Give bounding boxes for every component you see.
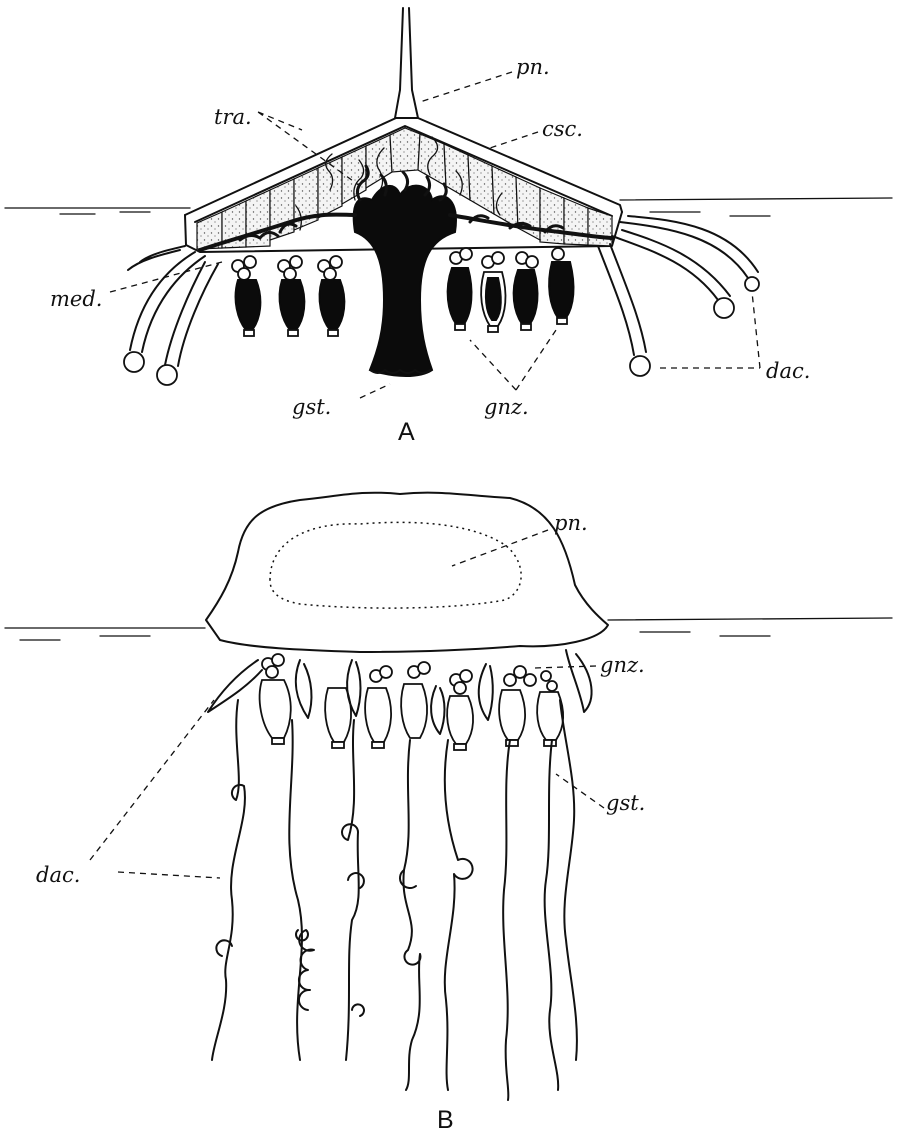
label-gst-b: gst. [606, 791, 645, 815]
panel-label-b: B [437, 1106, 454, 1134]
dactylozooid-tentacles-b [212, 700, 577, 1100]
label-gst-a: gst. [292, 395, 331, 419]
gastrozooid [325, 688, 351, 748]
gonozooid-cluster [370, 666, 392, 682]
gonozooid [318, 256, 344, 336]
gonozooid-cluster [541, 671, 557, 691]
label-dac-b: dac. [36, 863, 80, 887]
label-gnz-b: gnz. [600, 653, 645, 677]
panel-label-a: A [398, 418, 415, 446]
gastrozooid [260, 680, 291, 744]
gonozooid-cluster [504, 666, 536, 686]
sail-crest [395, 8, 418, 118]
panel-b-drawing: pn. gnz. gst. dac. B [5, 493, 892, 1134]
gonozooid [481, 252, 505, 332]
label-pn-a: pn. [516, 55, 550, 79]
gonozooid [232, 256, 260, 336]
gastrozooid [499, 690, 525, 746]
gastrozooid [401, 684, 427, 738]
gastrozooid [365, 688, 391, 748]
gonozooid-cluster [408, 662, 430, 678]
label-med: med. [50, 287, 102, 311]
gonozooid [514, 252, 538, 330]
gonozooids-a-right [448, 248, 574, 332]
label-gnz-a: gnz. [484, 395, 529, 419]
gonozooid [448, 248, 472, 330]
panel-a-drawing: pn. tra. csc. med. dac. gst. gnz. A [5, 8, 892, 446]
gonozooid-cluster [450, 670, 472, 694]
label-tra: tra. [214, 105, 252, 129]
gonozooid [549, 248, 573, 324]
label-pn-b: pn. [554, 511, 588, 535]
pneumatophore-float-b [206, 493, 608, 652]
gonozooid [278, 256, 304, 336]
label-csc: csc. [542, 117, 583, 141]
water-surface-b [5, 618, 892, 640]
zooid-cluster-b [208, 650, 592, 750]
gonozooids-a-left [232, 256, 344, 336]
gonozooid-cluster [262, 654, 284, 678]
label-dac-a: dac. [766, 359, 810, 383]
gastrozooid [447, 696, 473, 750]
